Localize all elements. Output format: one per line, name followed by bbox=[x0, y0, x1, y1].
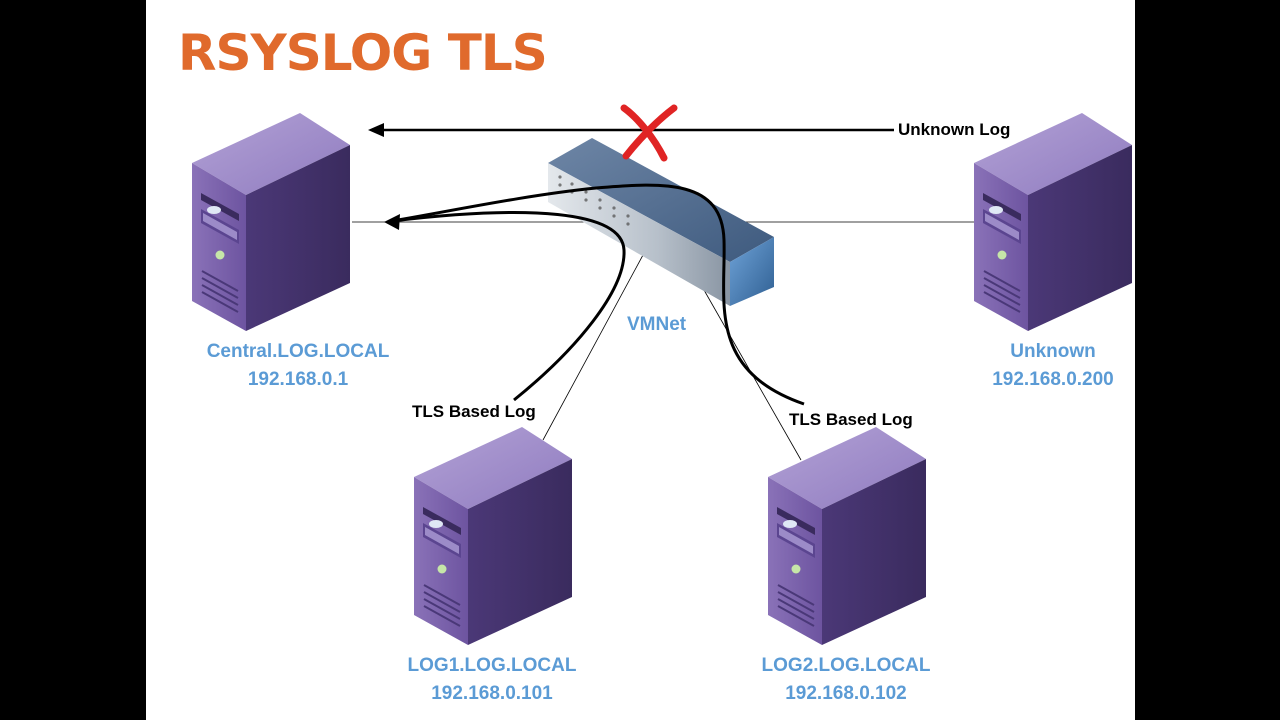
diagram-canvas bbox=[191, 104, 1133, 646]
tls-curve-log1 bbox=[391, 211, 626, 402]
central-ip: 192.168.0.1 bbox=[247, 369, 349, 390]
tls-log-arrows bbox=[384, 183, 805, 406]
unknown-ip: 192.168.0.200 bbox=[992, 369, 1114, 390]
slide: RSYSLOG TLS Central.LOG.LOCAL 192.168.0.… bbox=[146, 0, 1135, 720]
central-hostname: Central.LOG.LOCAL bbox=[206, 341, 390, 362]
link-log1-switch bbox=[542, 254, 644, 441]
unknown-node-label: Unknown 192.168.0.200 bbox=[933, 338, 1135, 394]
unknown-hostname: Unknown bbox=[1010, 341, 1096, 362]
log1-ip: 192.168.0.101 bbox=[431, 683, 553, 704]
log2-hostname: LOG2.LOG.LOCAL bbox=[761, 655, 931, 676]
log2-node-label: LOG2.LOG.LOCAL 192.168.0.102 bbox=[726, 652, 966, 708]
log1-node-label: LOG1.LOG.LOCAL 192.168.0.101 bbox=[372, 652, 612, 708]
tls-curve-log2 bbox=[391, 183, 805, 406]
vmnet-label: VMNet bbox=[627, 314, 687, 335]
server-central bbox=[191, 112, 351, 332]
network-switch-icon bbox=[548, 138, 774, 306]
tls-log1-label: TLS Based Log bbox=[412, 402, 536, 421]
server-log2 bbox=[767, 426, 927, 646]
log2-ip: 192.168.0.102 bbox=[785, 683, 907, 704]
unknown-log-arrow bbox=[368, 123, 894, 137]
server-unknown bbox=[973, 112, 1133, 332]
server-log1 bbox=[413, 426, 573, 646]
red-x-icon bbox=[620, 104, 678, 162]
central-node-label: Central.LOG.LOCAL 192.168.0.1 bbox=[178, 338, 418, 394]
tls-log2-label: TLS Based Log bbox=[789, 410, 913, 429]
log1-hostname: LOG1.LOG.LOCAL bbox=[407, 655, 577, 676]
unknown-log-label: Unknown Log bbox=[898, 120, 1011, 139]
slide-title: RSYSLOG TLS bbox=[178, 24, 548, 82]
